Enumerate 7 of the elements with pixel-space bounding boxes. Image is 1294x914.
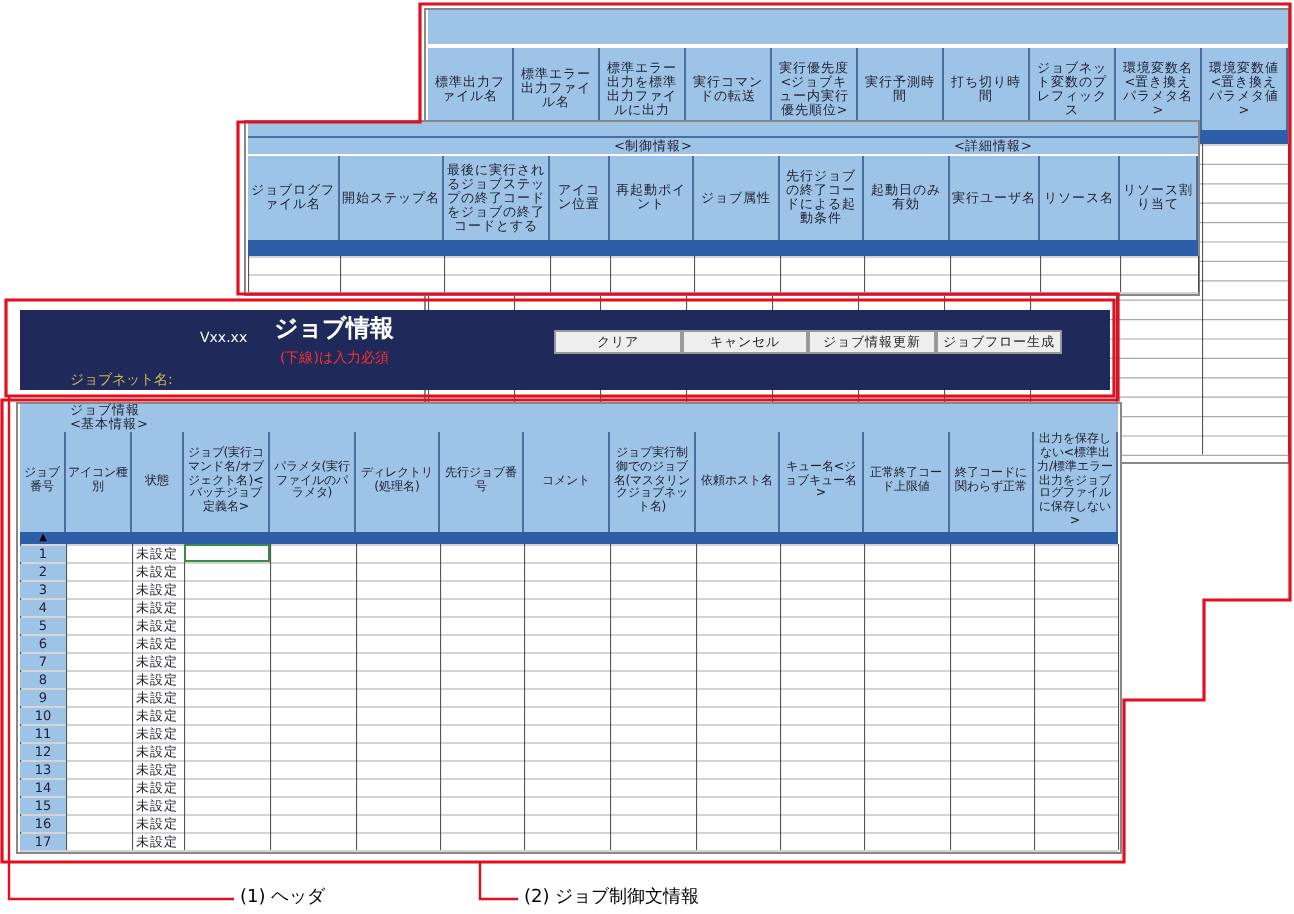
header-title: ジョブ情報 bbox=[274, 314, 394, 342]
callout-label: (2) ジョブ制御文情報 bbox=[524, 888, 700, 910]
leader-line bbox=[478, 862, 518, 901]
callout-label: (1) ヘッダ bbox=[240, 888, 326, 910]
highlight-outline bbox=[0, 2, 1292, 864]
leader-line bbox=[7, 396, 234, 901]
highlight-outline bbox=[4, 298, 1116, 398]
